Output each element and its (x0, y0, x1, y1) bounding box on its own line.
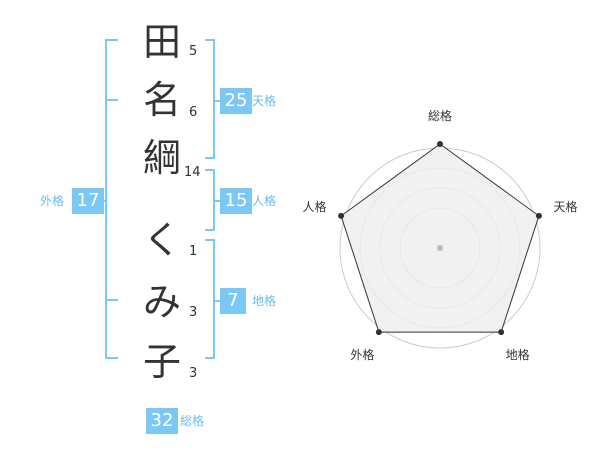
tenkaku-label: 天格 (252, 94, 277, 108)
soukaku-value-badge: 32 (146, 408, 178, 434)
radar-series-polygon (340, 143, 540, 333)
stroke-count-1: 5 (189, 44, 198, 59)
radar-axis-label-3: 地格 (506, 347, 530, 362)
jinkaku-label: 人格 (252, 194, 277, 208)
name-char-5: み (142, 280, 181, 324)
stroke-count-3: 14 (184, 165, 201, 180)
gaikaku-label: 外格 (40, 194, 65, 208)
soukaku-label: 総格 (180, 414, 205, 428)
name-char-4: く (142, 218, 181, 262)
radar-point-4 (375, 329, 382, 336)
tenkaku-bracket (205, 39, 215, 159)
radar-points (338, 141, 542, 336)
radar-point-1 (437, 141, 443, 147)
name-diagram: 田 名 綱 く み 子 5 6 14 1 3 3 25 天格 15 人格 7 地… (40, 20, 277, 434)
stroke-count-5: 3 (189, 305, 198, 320)
radar-center-dot (437, 245, 443, 251)
radar-axis-label-5: 人格 (302, 199, 326, 214)
jinkaku-bracket (205, 169, 215, 231)
radar-axis-label-2: 天格 (553, 199, 577, 214)
radar-axis-label-1: 総格 (428, 108, 452, 123)
chikaku-value-badge: 7 (220, 288, 246, 314)
chikaku-label: 地格 (252, 294, 277, 308)
stroke-count-2: 6 (189, 105, 198, 120)
stroke-count-4: 1 (189, 244, 198, 259)
name-char-1: 田 (142, 20, 181, 64)
name-char-2: 名 (142, 78, 181, 122)
stroke-count-6: 3 (189, 366, 198, 381)
jinkaku-value-badge: 15 (220, 188, 252, 214)
radar-point-5 (338, 212, 345, 219)
name-char-3: 綱 (142, 136, 181, 180)
tenkaku-value-badge: 25 (220, 88, 252, 114)
name-char-6: 子 (142, 340, 181, 384)
radar-axis-label-4: 外格 (350, 347, 374, 362)
bracket-lines (98, 39, 222, 359)
chikaku-bracket (205, 239, 215, 359)
radar-point-3 (498, 329, 505, 336)
gaikaku-value-badge: 17 (72, 188, 104, 214)
gaikaku-bracket (105, 39, 118, 359)
radar-point-2 (535, 212, 542, 219)
